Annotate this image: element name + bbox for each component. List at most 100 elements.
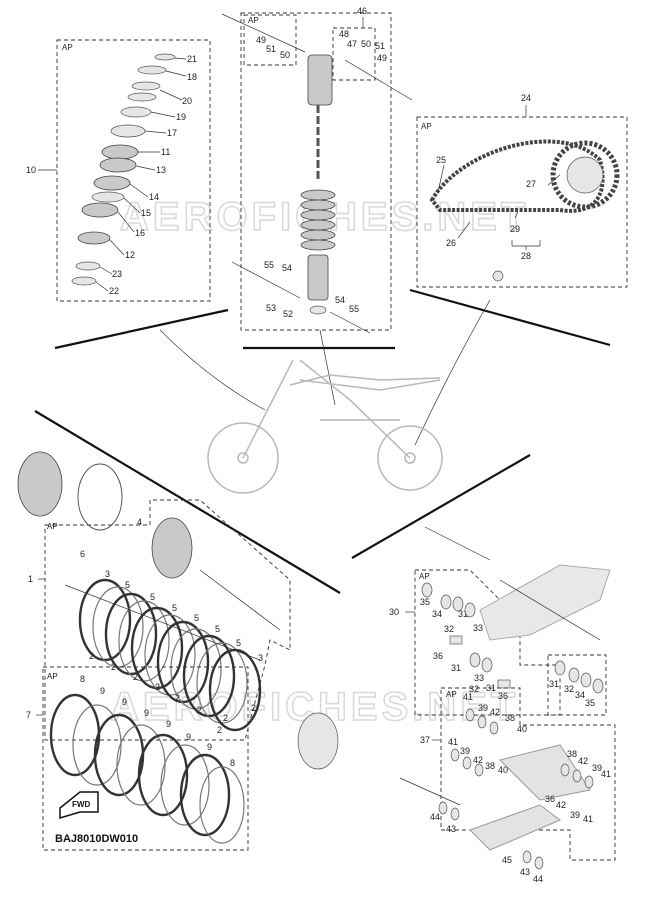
arrow-fork (159, 329, 266, 411)
part-label-5-f: 5 (236, 638, 241, 648)
part-label-32-c: 32 (564, 684, 574, 694)
shock-lower-bolt-right (329, 311, 371, 334)
part-label-5-a: 5 (125, 580, 130, 590)
part-label-31-a: 31 (458, 609, 468, 619)
part-label-45: 45 (502, 855, 512, 865)
part-label-36-b: 36 (498, 691, 508, 701)
clutch-friction-stack (78, 578, 262, 732)
part-label-9-b: 9 (122, 697, 127, 707)
linkage-connecting-rod (469, 804, 561, 851)
part-label-31-b: 31 (451, 663, 461, 673)
part-label-2-h: 2 (217, 725, 222, 735)
part-label-5-d: 5 (194, 613, 199, 623)
part-label-51-a: 51 (266, 44, 276, 54)
shock-lower-body (307, 254, 329, 301)
part-label-41-b: 41 (448, 737, 458, 747)
callout-lines (34, 288, 611, 594)
part-label-43-b: 43 (520, 867, 530, 877)
part-13-shape (99, 157, 137, 173)
part-label-15: 15 (141, 208, 151, 218)
rear-sprocket-hub (566, 156, 604, 194)
part-22-shape (71, 276, 97, 286)
rear-shock-ap-box (243, 14, 297, 66)
part-21-shape (154, 53, 176, 61)
chain-group: AP 24 25 27 26 29 28 (416, 93, 628, 288)
part-label-33-a: 33 (473, 623, 483, 633)
part-label-6: 6 (80, 549, 85, 559)
part-label-42-d: 42 (556, 800, 566, 810)
swingarm-body (479, 564, 611, 641)
part-label-42-a: 42 (490, 707, 500, 717)
front-fork-leaders (95, 57, 187, 292)
part-label-4: 4 (137, 517, 142, 527)
front-fork-group: AP 10 (26, 39, 211, 302)
swingarm-pivot-bolt (424, 526, 491, 561)
part-label-32-b: 32 (469, 684, 479, 694)
part-label-36-c: 36 (545, 794, 555, 804)
part-label-41-c: 41 (601, 769, 611, 779)
part-16-shape (81, 202, 119, 218)
part-label-42-c: 42 (578, 756, 588, 766)
part-label-43-a: 43 (446, 824, 456, 834)
part-label-55-b: 55 (349, 304, 359, 314)
part-label-9-f: 9 (207, 742, 212, 752)
part-label-49-b: 49 (377, 53, 387, 63)
part-label-35-b: 35 (585, 698, 595, 708)
part-label-14: 14 (149, 192, 159, 202)
part-label-21: 21 (187, 54, 197, 64)
part-18-shape (137, 65, 167, 75)
callout-clutch-top (34, 410, 341, 594)
part-label-40-a: 40 (517, 724, 527, 734)
part-label-20: 20 (182, 96, 192, 106)
linkage-bolt (399, 777, 461, 806)
part-label-9-a: 9 (100, 686, 105, 696)
part-label-19: 19 (176, 112, 186, 122)
part-label-34-b: 34 (575, 690, 585, 700)
sprocket-nut (492, 270, 504, 282)
part-23-shape (75, 261, 101, 271)
part-14-shape (93, 175, 131, 191)
part-label-9-e: 9 (186, 732, 191, 742)
part-label-54-a: 54 (282, 263, 292, 273)
swingarm-group-number: 30 (389, 607, 399, 617)
part-label-33-b: 33 (474, 673, 484, 683)
part-label-11: 11 (161, 147, 170, 157)
arrow-shock (319, 329, 336, 406)
part-label-55-a: 55 (264, 260, 274, 270)
shock-kit-bolt (344, 59, 413, 101)
part-label-39-d: 39 (570, 810, 580, 820)
part-label-32-a: 32 (444, 624, 454, 634)
part-label-9-d: 9 (166, 719, 171, 729)
clutch-cover (17, 451, 63, 517)
linkage-ap-label: AP (446, 690, 457, 699)
clutch-pressure-plate (151, 517, 193, 579)
part-label-28: 28 (521, 251, 531, 261)
part-label-54-b: 54 (335, 295, 345, 305)
swingarm-right-box (547, 654, 607, 716)
part-label-23: 23 (112, 269, 122, 279)
part-label-49-a: 49 (256, 35, 266, 45)
part-15-shape (91, 191, 125, 203)
rear-sprocket (550, 140, 620, 210)
part-label-22: 22 (109, 286, 119, 296)
part-label-16: 16 (135, 228, 145, 238)
clutch-steel-plates (49, 693, 245, 844)
part-label-41-d: 41 (583, 814, 593, 824)
part-label-44-a: 44 (430, 812, 440, 822)
chain-group-number: 24 (521, 93, 531, 103)
front-fork-ap-label: AP (62, 43, 73, 52)
rear-shock-group-number: 46 (357, 6, 367, 16)
part-label-9-c: 9 (144, 708, 149, 718)
part-label-47: 47 (347, 39, 357, 49)
fwd-label: FWD (72, 800, 90, 809)
part-label-39-a: 39 (478, 703, 488, 713)
part-label-27: 27 (526, 179, 536, 189)
clutch-plates-box (42, 666, 249, 851)
shock-lower-bolt-left (231, 261, 301, 299)
chain-ap-label: AP (421, 122, 432, 131)
clutch-box-outline (44, 499, 291, 741)
linkage-group-number: 37 (420, 735, 430, 745)
clutch-boss (297, 712, 339, 770)
shock-top-bolt (221, 13, 306, 53)
